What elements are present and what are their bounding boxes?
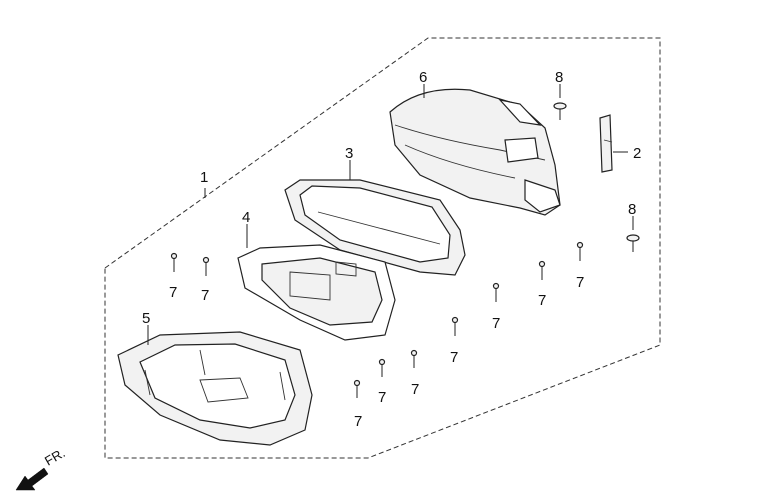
callout-7-g: 7 xyxy=(411,381,419,398)
callout-8-right: 8 xyxy=(628,201,636,218)
screw-7-set xyxy=(170,241,584,398)
callout-7-d: 7 xyxy=(576,274,584,291)
callout-7-f: 7 xyxy=(450,349,458,366)
screw-7-e xyxy=(492,282,500,302)
screw-7-h xyxy=(378,358,386,377)
callout-7-c: 7 xyxy=(538,292,546,309)
screw-7-f xyxy=(451,316,459,336)
screw-8-right xyxy=(626,234,640,252)
callout-3: 3 xyxy=(345,145,353,162)
screw-7-i xyxy=(353,379,361,398)
front-label: FR. xyxy=(42,445,68,468)
callout-7-i: 7 xyxy=(354,413,362,430)
assembly-boundary xyxy=(104,37,661,459)
callout-7-e: 7 xyxy=(492,315,500,332)
callout-2: 2 xyxy=(633,145,641,162)
screw-7-c xyxy=(538,260,546,280)
callout-7-h: 7 xyxy=(378,389,386,406)
part-4-display-panel xyxy=(237,244,396,341)
callout-4: 4 xyxy=(242,209,250,226)
screw-7-b xyxy=(202,256,210,276)
callout-1: 1 xyxy=(200,169,208,186)
screw-7-a xyxy=(170,252,178,272)
callout-8-top: 8 xyxy=(555,69,563,86)
callout-5: 5 xyxy=(142,310,150,327)
callout-7-a: 7 xyxy=(169,284,177,301)
part-2-clip xyxy=(599,114,613,173)
screw-8-top xyxy=(553,102,567,120)
screw-7-g xyxy=(410,349,418,368)
front-marker: FR. xyxy=(15,445,68,491)
screw-7-d xyxy=(576,241,584,261)
front-arrow-icon xyxy=(15,467,49,491)
callout-7-b: 7 xyxy=(201,287,209,304)
part-6-top-cover xyxy=(389,88,561,216)
part-3-frame xyxy=(284,179,466,276)
callout-6: 6 xyxy=(419,69,427,86)
part-5-lower-case xyxy=(117,331,313,446)
leader-lines xyxy=(147,84,634,345)
